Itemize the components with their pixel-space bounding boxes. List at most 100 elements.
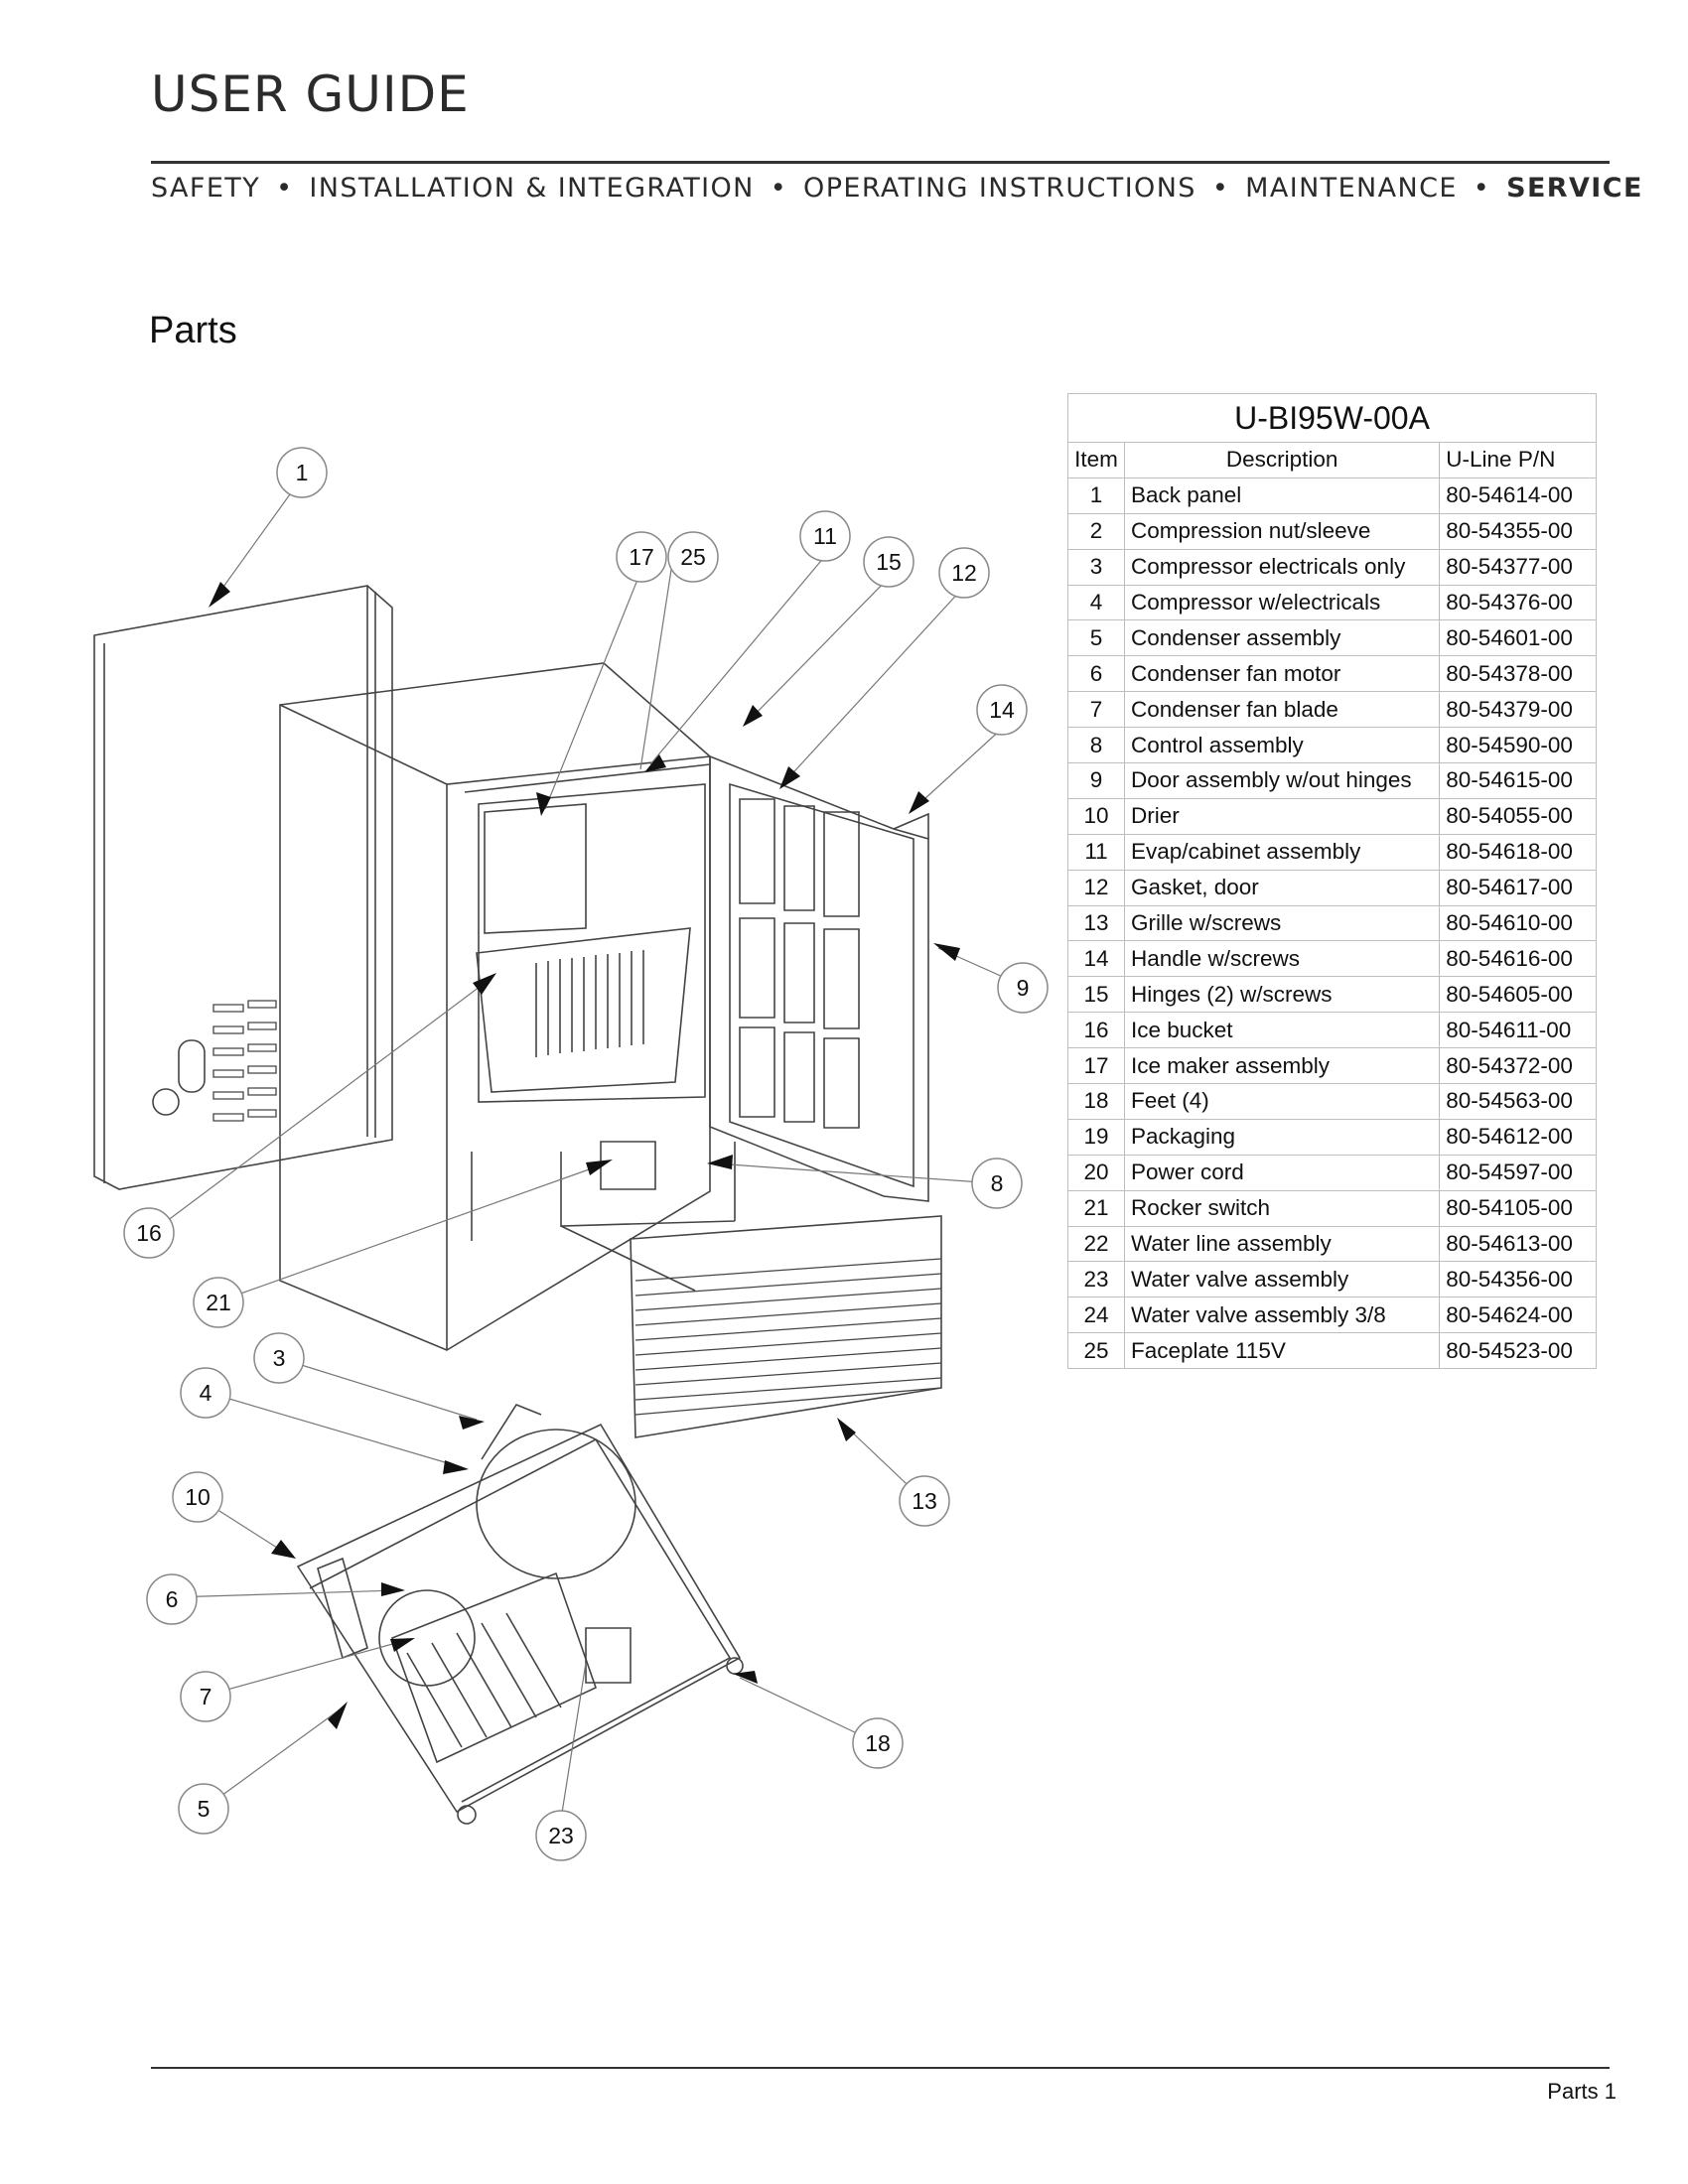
- diagram-drawing: 1 17 25 11 15 12 14 9: [93, 447, 1049, 1861]
- svg-text:12: 12: [951, 560, 977, 586]
- ice-bucket-drawing: [476, 927, 691, 1093]
- door-drawing: [709, 754, 929, 1202]
- part-description: Water line assembly: [1123, 1225, 1441, 1263]
- drier-drawing: [317, 1557, 368, 1660]
- callout-17: 17: [616, 531, 667, 583]
- part-number: 80-54614-00: [1439, 477, 1597, 514]
- table-model-row: U-BI95W-00A: [1067, 393, 1597, 443]
- part-item-number: 12: [1067, 869, 1125, 906]
- svg-text:21: 21: [206, 1290, 231, 1315]
- part-number: 80-54590-00: [1439, 727, 1597, 764]
- svg-text:14: 14: [989, 697, 1015, 723]
- part-description: Faceplate 115V: [1123, 1332, 1441, 1370]
- part-number: 80-54356-00: [1439, 1261, 1597, 1298]
- nav-separator: •: [1211, 173, 1230, 204]
- nav-item-operating[interactable]: OPERATING INSTRUCTIONS: [803, 173, 1196, 204]
- callout-14: 14: [976, 684, 1028, 736]
- svg-text:18: 18: [865, 1730, 891, 1756]
- part-number: 80-54616-00: [1439, 940, 1597, 978]
- part-description: Door assembly w/out hinges: [1123, 762, 1441, 799]
- parts-table: U-BI95W-00A Item Description U-Line P/N …: [1067, 393, 1597, 1370]
- header-divider: [151, 161, 1610, 164]
- leader-lines: [150, 486, 1022, 1814]
- nav-item-installation[interactable]: INSTALLATION & INTEGRATION: [309, 173, 755, 204]
- section-title: Parts: [149, 310, 237, 351]
- exploded-parts-diagram: 1 17 25 11 15 12 14 9: [0, 417, 1062, 1886]
- part-description: Water valve assembly: [1123, 1261, 1441, 1298]
- part-number: 80-54379-00: [1439, 691, 1597, 729]
- column-header-description: Description: [1123, 442, 1441, 478]
- nav-item-service[interactable]: SERVICE: [1506, 173, 1643, 204]
- part-number: 80-54372-00: [1439, 1047, 1597, 1085]
- grille-drawing: [630, 1215, 942, 1438]
- part-item-number: 8: [1067, 727, 1125, 764]
- part-number: 80-54378-00: [1439, 655, 1597, 693]
- svg-text:1: 1: [296, 460, 309, 485]
- svg-text:5: 5: [198, 1796, 211, 1822]
- callout-9: 9: [997, 962, 1049, 1014]
- part-description: Ice bucket: [1123, 1012, 1441, 1049]
- part-description: Grille w/screws: [1123, 904, 1441, 942]
- condenser-drawing: [390, 1571, 597, 1764]
- part-description: Condenser fan motor: [1123, 655, 1441, 693]
- nav-item-maintenance[interactable]: MAINTENANCE: [1245, 173, 1458, 204]
- callout-1: 1: [276, 447, 328, 498]
- part-item-number: 15: [1067, 976, 1125, 1014]
- part-item-number: 16: [1067, 1012, 1125, 1049]
- ice-maker-drawing: [484, 803, 587, 934]
- part-number: 80-54618-00: [1439, 833, 1597, 871]
- part-description: Water valve assembly 3/8: [1123, 1297, 1441, 1334]
- part-item-number: 6: [1067, 655, 1125, 693]
- part-description: Condenser assembly: [1123, 619, 1441, 657]
- part-item-number: 10: [1067, 797, 1125, 835]
- water-valve-drawing: [585, 1627, 632, 1684]
- part-description: Packaging: [1123, 1118, 1441, 1156]
- nav-separator: •: [276, 173, 294, 204]
- part-description: Gasket, door: [1123, 869, 1441, 906]
- part-description: Feet (4): [1123, 1083, 1441, 1120]
- callout-10: 10: [172, 1471, 223, 1523]
- part-item-number: 11: [1067, 833, 1125, 871]
- part-number: 80-54376-00: [1439, 584, 1597, 621]
- nav-item-safety[interactable]: SAFETY: [151, 173, 261, 204]
- part-number: 80-54613-00: [1439, 1225, 1597, 1263]
- base-assembly-drawing: [296, 1423, 742, 1814]
- part-number: 80-54610-00: [1439, 904, 1597, 942]
- callout-7: 7: [180, 1671, 231, 1722]
- part-item-number: 19: [1067, 1118, 1125, 1156]
- svg-text:13: 13: [912, 1488, 937, 1514]
- cabinet-drawing: [279, 662, 711, 1351]
- model-number: U-BI95W-00A: [1067, 393, 1597, 443]
- callout-11: 11: [799, 510, 851, 562]
- part-description: Drier: [1123, 797, 1441, 835]
- part-description: Condenser fan blade: [1123, 691, 1441, 729]
- part-description: Compression nut/sleeve: [1123, 512, 1441, 550]
- part-number: 80-54617-00: [1439, 869, 1597, 906]
- part-item-number: 23: [1067, 1261, 1125, 1298]
- section-nav: SAFETY • INSTALLATION & INTEGRATION • OP…: [151, 173, 1641, 204]
- svg-text:6: 6: [166, 1586, 179, 1612]
- part-number: 80-54355-00: [1439, 512, 1597, 550]
- svg-text:9: 9: [1017, 975, 1030, 1001]
- leader-arrowheads: [209, 582, 960, 1729]
- callout-25: 25: [667, 531, 719, 583]
- svg-text:15: 15: [876, 549, 902, 575]
- part-item-number: 14: [1067, 940, 1125, 978]
- part-number: 80-54624-00: [1439, 1297, 1597, 1334]
- svg-text:17: 17: [629, 544, 654, 570]
- part-item-number: 9: [1067, 762, 1125, 799]
- part-item-number: 22: [1067, 1225, 1125, 1263]
- part-number: 80-54377-00: [1439, 548, 1597, 586]
